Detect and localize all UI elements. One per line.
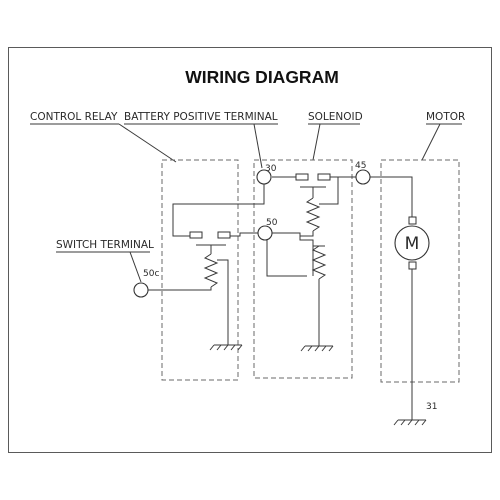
motor-brush-bottom — [408, 261, 417, 270]
solenoid-pull-in-coil — [305, 197, 321, 232]
label-solenoid: SOLENOID — [308, 111, 363, 123]
leader-battery-positive-terminal — [253, 123, 263, 169]
wire-50-bus-to-hold-in — [299, 236, 314, 246]
solenoid-contact-right — [317, 173, 331, 181]
wire-relay-to-50 — [230, 232, 258, 237]
motor-brush-top — [408, 216, 417, 225]
diagram-border — [8, 47, 492, 453]
terminal-50-label: 50 — [266, 218, 278, 228]
terminal-45-label: 45 — [355, 161, 366, 171]
relay-contact-left — [189, 231, 203, 239]
ground-motor — [393, 412, 427, 426]
solenoid-contact-left — [295, 173, 309, 181]
terminal-30 — [256, 169, 272, 185]
label-control-relay: CONTROL RELAY — [30, 111, 118, 123]
label-battery-positive-terminal: BATTERY POSITIVE TERMINAL — [124, 111, 278, 123]
motor-symbol-label: M — [405, 234, 420, 254]
wire-relay-coil-ground — [217, 259, 229, 340]
leader-switch-terminal — [129, 251, 142, 283]
terminal-50c-label: 50c — [143, 269, 159, 279]
terminal-31-label: 31 — [426, 402, 437, 412]
relay-contact-right — [217, 231, 231, 239]
leader-solenoid — [312, 123, 321, 161]
terminal-45 — [355, 169, 371, 185]
terminal-30-label: 30 — [265, 164, 277, 174]
wire-50c-to-relay-coil — [148, 287, 212, 291]
label-motor: MOTOR — [426, 111, 465, 123]
wire-45-to-motor — [370, 176, 413, 220]
ground-solenoid — [300, 345, 334, 352]
solenoid-box — [253, 159, 353, 379]
wire-50-to-hold-in — [266, 240, 307, 277]
leader-control-relay — [118, 123, 177, 163]
leader-motor — [421, 123, 441, 161]
motor-box — [380, 159, 460, 383]
control-relay-box — [161, 159, 239, 381]
terminal-50c — [133, 282, 149, 298]
motor-symbol — [394, 225, 430, 261]
terminal-50 — [257, 225, 273, 241]
ground-relay — [209, 340, 243, 351]
label-switch-terminal: SWITCH TERMINAL — [56, 239, 154, 251]
wire-pull-in-coil-to-45 — [319, 177, 339, 205]
solenoid-hold-in-coil — [311, 245, 327, 280]
diagram-title: WIRING DIAGRAM — [185, 67, 339, 87]
wire-pull-in-coil-to-50 — [272, 231, 314, 237]
wire-30-to-relay — [172, 184, 265, 237]
relay-coil — [203, 253, 219, 288]
